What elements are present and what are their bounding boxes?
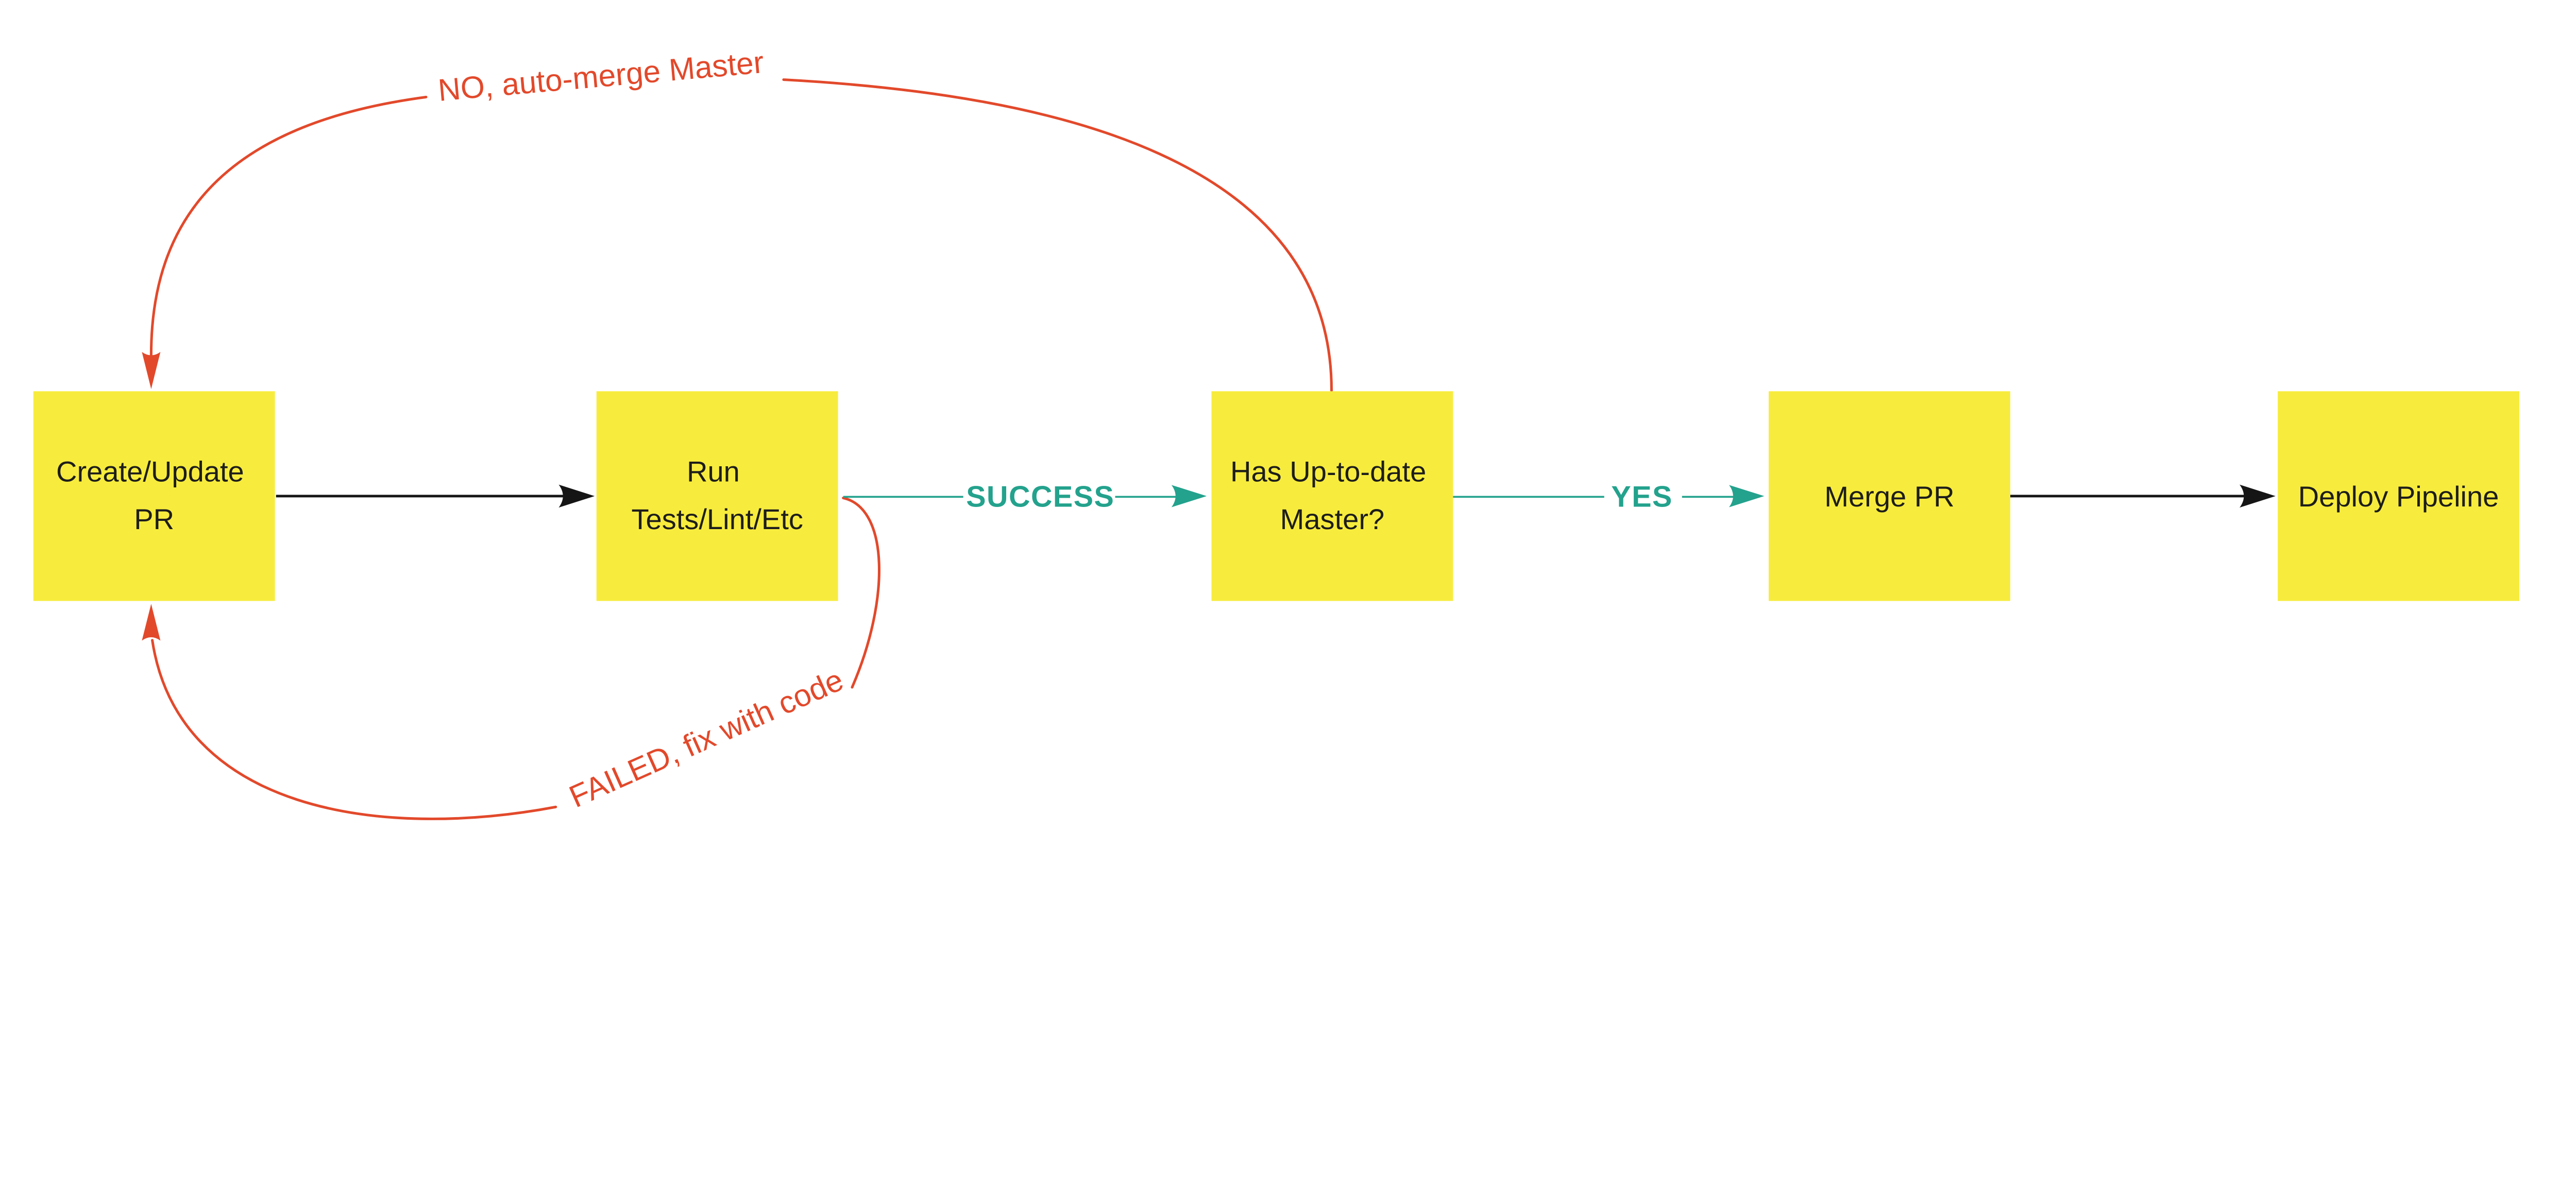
node-label-line: Deploy Pipeline: [2298, 480, 2499, 512]
node-create-update-pr: Create/Update PR: [33, 391, 275, 601]
node-box: [1769, 391, 2010, 601]
node-box: [2278, 391, 2519, 601]
node-merge-pr: Merge PR: [1769, 391, 2010, 601]
edge-label-success: SUCCESS: [966, 480, 1114, 513]
node-label: Merge PR: [1824, 480, 1954, 512]
node-label-line: Run: [687, 455, 740, 487]
node-label: Create/Update PR: [56, 455, 252, 535]
arrowhead-right-icon: [1171, 485, 1207, 507]
node-label: Run Tests/Lint/Etc: [631, 455, 803, 535]
arrowhead-right-icon: [1729, 485, 1765, 507]
edge-label-yes: YES: [1611, 480, 1672, 513]
edge-merge-to-deploy: [2010, 484, 2276, 508]
node-label-line: Merge PR: [1824, 480, 1954, 512]
flowchart-canvas: NO, auto-merge Master FAILED, fix with c…: [33, 44, 2519, 820]
edge-no-curve-right-segment: [782, 78, 1333, 392]
edge-failed-curve-left-segment: [151, 639, 557, 820]
edge-create-to-run-tests: [276, 484, 595, 508]
cicd-flowchart: NO, auto-merge Master FAILED, fix with c…: [33, 44, 2519, 820]
node-label-line: Has Up-to-date: [1230, 455, 1426, 487]
node-label-line: Master?: [1280, 502, 1385, 535]
node-run-tests-lint-etc: Run Tests/Lint/Etc: [596, 391, 838, 601]
edge-failed-curve-right-segment: [842, 496, 880, 689]
edge-label-failed-fix: FAILED, fix with code: [564, 662, 849, 815]
arrowhead-down-icon: [142, 352, 161, 390]
edge-success: SUCCESS: [843, 480, 1207, 513]
arrowhead-right-icon: [558, 484, 595, 508]
node-has-up-to-date-master: Has Up-to-date Master?: [1211, 391, 1453, 601]
node-label: Deploy Pipeline: [2298, 480, 2499, 512]
node-label-line: Tests/Lint/Etc: [631, 502, 803, 535]
edge-yes: YES: [1453, 480, 1765, 513]
node-label-line: Create/Update: [56, 455, 244, 487]
arrowhead-right-icon: [2240, 484, 2276, 508]
node-deploy-pipeline: Deploy Pipeline: [2278, 391, 2519, 601]
edge-no-curve-left-segment: [149, 95, 428, 357]
arrowhead-up-icon: [142, 604, 161, 641]
node-box: [1211, 391, 1453, 601]
node-box: [33, 391, 275, 601]
node-label: Has Up-to-date Master?: [1230, 455, 1434, 535]
edge-label-no-automerge: NO, auto-merge Master: [436, 44, 765, 108]
node-label-line: PR: [134, 502, 174, 535]
node-box: [596, 391, 838, 601]
edge-no-automerge-master: NO, auto-merge Master: [142, 44, 1333, 392]
